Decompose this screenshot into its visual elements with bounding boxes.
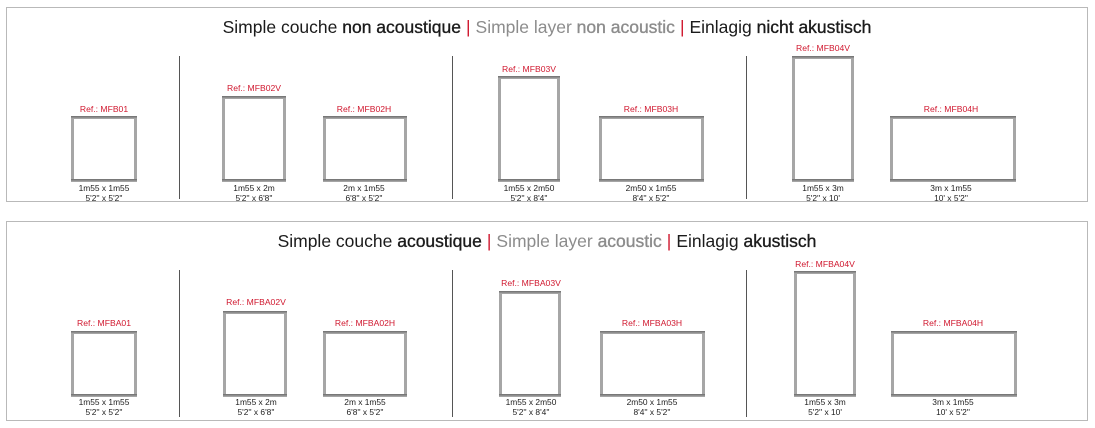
metric-size: 3m x 1m55 xyxy=(930,183,972,193)
product-ref: Ref.: MFBA04H xyxy=(922,318,984,328)
product-dimensions: 1m55 x 1m55 5'2'' x 5'2'' xyxy=(79,397,130,417)
imperial-size: 10' x 5'2'' xyxy=(936,407,970,417)
metric-size: 1m55 x 2m50 xyxy=(505,397,557,407)
group-divider xyxy=(179,270,180,417)
frame-diagram xyxy=(323,116,407,182)
frame-diagram xyxy=(71,331,137,397)
metric-size: 1m55 x 3m xyxy=(804,397,846,407)
group-divider xyxy=(179,56,180,199)
metric-size: 2m50 x 1m55 xyxy=(625,183,677,193)
imperial-size: 5'2'' x 5'2'' xyxy=(85,407,123,417)
product-dimensions: 1m55 x 2m 5'2'' x 6'8'' xyxy=(235,397,276,417)
frame-diagram xyxy=(498,76,560,182)
imperial-size: 8'4'' x 5'2'' xyxy=(633,407,671,417)
product-ref: Ref.: MFBA04V xyxy=(795,259,855,269)
panel-acoustic: Simple couche acoustique|Simple layer ac… xyxy=(6,221,1088,421)
imperial-size: 5'2'' x 6'8'' xyxy=(235,193,273,203)
imperial-size: 5'2'' x 5'2'' xyxy=(85,193,123,203)
frame-diagram xyxy=(599,116,704,182)
frame-diagram xyxy=(223,311,287,397)
imperial-size: 5'2'' x 6'8'' xyxy=(237,407,275,417)
frame-diagram xyxy=(71,116,137,182)
title-en-plain: Simple layer xyxy=(496,231,598,251)
title-fr-bold: acoustique xyxy=(397,231,482,251)
title-en-bold: acoustic xyxy=(597,231,662,251)
frame-diagram xyxy=(222,96,286,182)
title-fr-plain: Simple couche xyxy=(277,231,398,251)
frame-diagram xyxy=(794,271,856,397)
imperial-size: 5'2'' x 8'4'' xyxy=(512,407,550,417)
frame-diagram xyxy=(890,116,1016,182)
imperial-size: 6'8'' x 5'2'' xyxy=(346,407,384,417)
title-de-plain: Einlagig xyxy=(689,17,757,37)
group-divider xyxy=(452,270,453,417)
group-divider xyxy=(746,270,747,417)
product-dimensions: 3m x 1m55 10' x 5'2'' xyxy=(932,397,973,417)
imperial-size: 6'8'' x 5'2'' xyxy=(345,193,383,203)
frame-diagram xyxy=(323,331,407,397)
title-de-plain: Einlagig xyxy=(676,231,744,251)
title-fr-bold: non acoustique xyxy=(342,17,461,37)
imperial-size: 10' x 5'2'' xyxy=(934,193,968,203)
product-dimensions: 1m55 x 1m55 5'2'' x 5'2'' xyxy=(79,183,130,203)
title-separator: | xyxy=(679,17,685,37)
product-dimensions: 1m55 x 2m 5'2'' x 6'8'' xyxy=(233,183,274,203)
product-ref: Ref.: MFBA01 xyxy=(77,318,131,328)
title-en-plain: Simple layer xyxy=(475,17,577,37)
product-dimensions: 3m x 1m55 10' x 5'2'' xyxy=(930,183,971,203)
metric-size: 3m x 1m55 xyxy=(932,397,974,407)
product-ref: Ref.: MFBA03V xyxy=(501,278,561,288)
imperial-size: 5'2'' x 8'4'' xyxy=(510,193,548,203)
frame-diagram xyxy=(792,56,854,182)
product-dimensions: 1m55 x 2m50 5'2'' x 8'4'' xyxy=(506,397,557,417)
product-ref: Ref.: MFBA02V xyxy=(226,297,286,307)
product-dimensions: 1m55 x 3m 5'2'' x 10' xyxy=(804,397,845,417)
metric-size: 2m50 x 1m55 xyxy=(626,397,678,407)
metric-size: 2m x 1m55 xyxy=(344,397,386,407)
product-dimensions: 2m x 1m55 6'8'' x 5'2'' xyxy=(343,183,384,203)
product-dimensions: 1m55 x 3m 5'2'' x 10' xyxy=(802,183,843,203)
product-ref: Ref.: MFB03H xyxy=(623,104,679,114)
imperial-size: 5'2'' x 10' xyxy=(808,407,842,417)
metric-size: 1m55 x 1m55 xyxy=(78,397,130,407)
metric-size: 1m55 x 3m xyxy=(802,183,844,193)
title-fr-plain: Simple couche xyxy=(222,17,343,37)
metric-size: 1m55 x 2m50 xyxy=(503,183,555,193)
product-ref: Ref.: MFB03V xyxy=(502,64,556,74)
product-ref: Ref.: MFB02V xyxy=(227,83,281,93)
product-ref: Ref.: MFB02H xyxy=(336,104,392,114)
panel-title: Simple couche acoustique|Simple layer ac… xyxy=(7,231,1087,252)
frame-diagram xyxy=(891,331,1017,397)
product-dimensions: 2m50 x 1m55 8'4'' x 5'2'' xyxy=(627,397,678,417)
imperial-size: 5'2'' x 10' xyxy=(806,193,840,203)
frame-diagram xyxy=(600,331,705,397)
title-de-bold: nicht akustisch xyxy=(756,17,872,37)
product-dimensions: 1m55 x 2m50 5'2'' x 8'4'' xyxy=(504,183,555,203)
metric-size: 1m55 x 2m xyxy=(235,397,277,407)
title-en-bold: non acoustic xyxy=(576,17,675,37)
group-divider xyxy=(452,56,453,199)
product-ref: Ref.: MFBA02H xyxy=(334,318,396,328)
group-divider xyxy=(746,56,747,199)
product-ref: Ref.: MFBA03H xyxy=(621,318,683,328)
metric-size: 1m55 x 2m xyxy=(233,183,275,193)
title-separator: | xyxy=(666,231,672,251)
title-separator: | xyxy=(486,231,492,251)
imperial-size: 8'4'' x 5'2'' xyxy=(632,193,670,203)
metric-size: 1m55 x 1m55 xyxy=(78,183,130,193)
frame-diagram xyxy=(499,291,561,397)
product-dimensions: 2m x 1m55 6'8'' x 5'2'' xyxy=(344,397,385,417)
panel-non-acoustic: Simple couche non acoustique|Simple laye… xyxy=(6,7,1088,203)
product-ref: Ref.: MFB04H xyxy=(923,104,979,114)
product-ref: Ref.: MFB01 xyxy=(79,104,129,114)
title-separator: | xyxy=(465,17,471,37)
product-dimensions: 2m50 x 1m55 8'4'' x 5'2'' xyxy=(626,183,677,203)
product-ref: Ref.: MFB04V xyxy=(796,43,850,53)
panel-title: Simple couche non acoustique|Simple laye… xyxy=(7,17,1087,38)
metric-size: 2m x 1m55 xyxy=(343,183,385,193)
title-de-bold: akustisch xyxy=(743,231,817,251)
